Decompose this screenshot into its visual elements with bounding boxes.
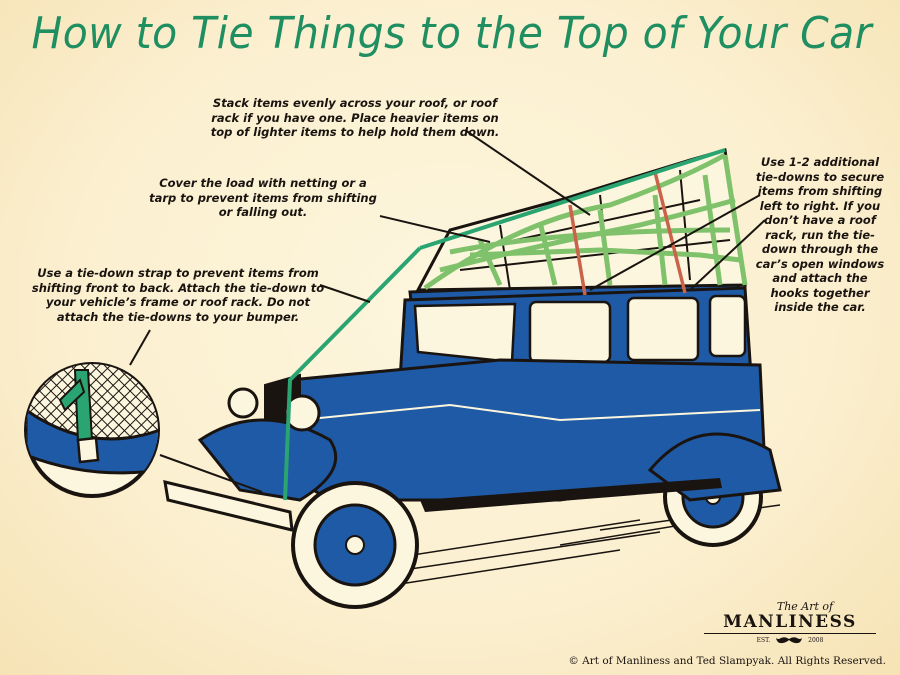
mustache-icon: [776, 637, 803, 644]
annotation-side-tie-downs: Use 1-2 additional tie-downs to secure i…: [755, 155, 885, 314]
logo-est-label: EST.: [756, 637, 771, 644]
front-tie-down-strap: [283, 148, 726, 501]
art-of-manliness-logo: The Art of MANLINESS EST. 2008: [700, 600, 880, 645]
side-tie-downs: [568, 171, 687, 296]
logo-year: 2008: [808, 637, 824, 644]
annotation-cover-load: Cover the load with netting or a tarp to…: [149, 176, 377, 219]
front-wheel: [291, 481, 419, 609]
annotation-stack-items: Stack items evenly across your roof, or …: [210, 96, 500, 139]
ground-hatching: [379, 504, 781, 585]
page-title: How to Tie Things to the Top of Your Car: [31, 8, 872, 59]
copyright-notice: © Art of Manliness and Ted Slampyak. All…: [568, 655, 886, 667]
logo-est-row: EST. 2008: [704, 633, 876, 645]
strap-detail-inset: [24, 362, 160, 498]
annotation-front-strap: Use a tie-down strap to prevent items fr…: [31, 266, 325, 324]
logo-name: MANLINESS: [723, 612, 857, 632]
leader-lines: [129, 129, 766, 493]
logo-script: The Art of: [776, 600, 834, 613]
